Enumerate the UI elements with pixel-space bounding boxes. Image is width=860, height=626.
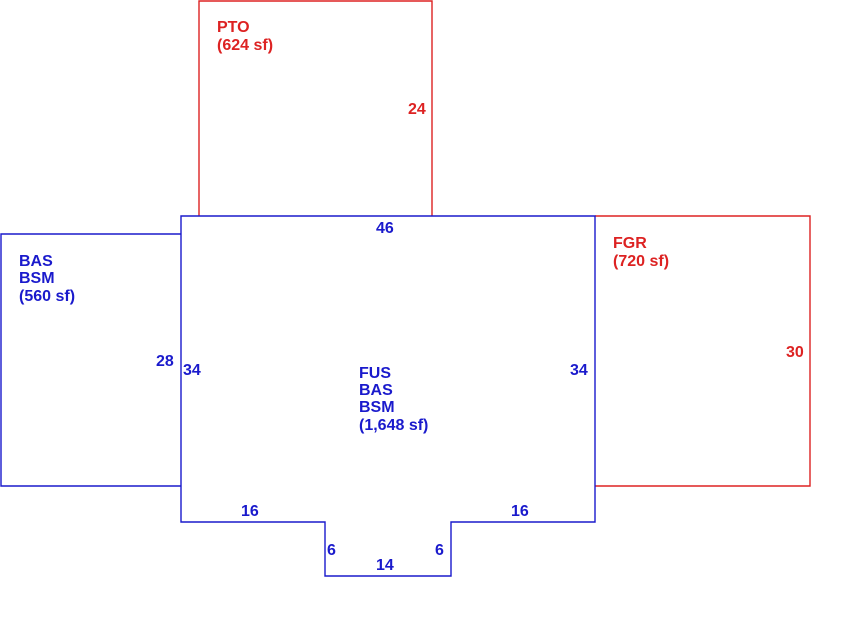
fgr-outline (595, 215, 811, 487)
fus-main-area-label: FUS BAS BSM (1,648 sf) (359, 365, 428, 434)
fus-main-code-3: BSM (359, 399, 395, 416)
fgr-area: (720 sf) (613, 253, 669, 270)
notch-bottom-dimension: 14 (376, 557, 394, 574)
bottom-left-dimension: 16 (241, 503, 259, 520)
fus-main-area: (1,648 sf) (359, 417, 428, 434)
fus-main-code-1: FUS (359, 365, 391, 382)
pto-code: PTO (217, 19, 250, 36)
bas-left-code-2: BSM (19, 270, 55, 287)
pto-outline (198, 0, 433, 216)
fgr-code: FGR (613, 235, 647, 252)
pto-side-dimension: 24 (408, 101, 426, 118)
bas-left-code-1: BAS (19, 253, 53, 270)
main-left-dimension: 34 (183, 362, 201, 379)
main-outline (180, 215, 596, 577)
notch-left-dimension: 6 (327, 542, 336, 559)
pto-area: (624 sf) (217, 37, 273, 54)
pto-area-label: PTO (624 sf) (217, 19, 273, 54)
bottom-right-dimension: 16 (511, 503, 529, 520)
main-top-dimension: 46 (376, 220, 394, 237)
bas-side-dimension: 28 (156, 353, 174, 370)
bas-left-area-label: BAS BSM (560 sf) (19, 253, 75, 305)
fgr-side-dimension: 30 (786, 344, 804, 361)
notch-right-dimension: 6 (435, 542, 444, 559)
fus-main-code-2: BAS (359, 382, 393, 399)
fgr-area-label: FGR (720 sf) (613, 235, 669, 270)
bas-left-area: (560 sf) (19, 288, 75, 305)
main-right-dimension: 34 (570, 362, 588, 379)
bas-left-outline (0, 233, 181, 487)
